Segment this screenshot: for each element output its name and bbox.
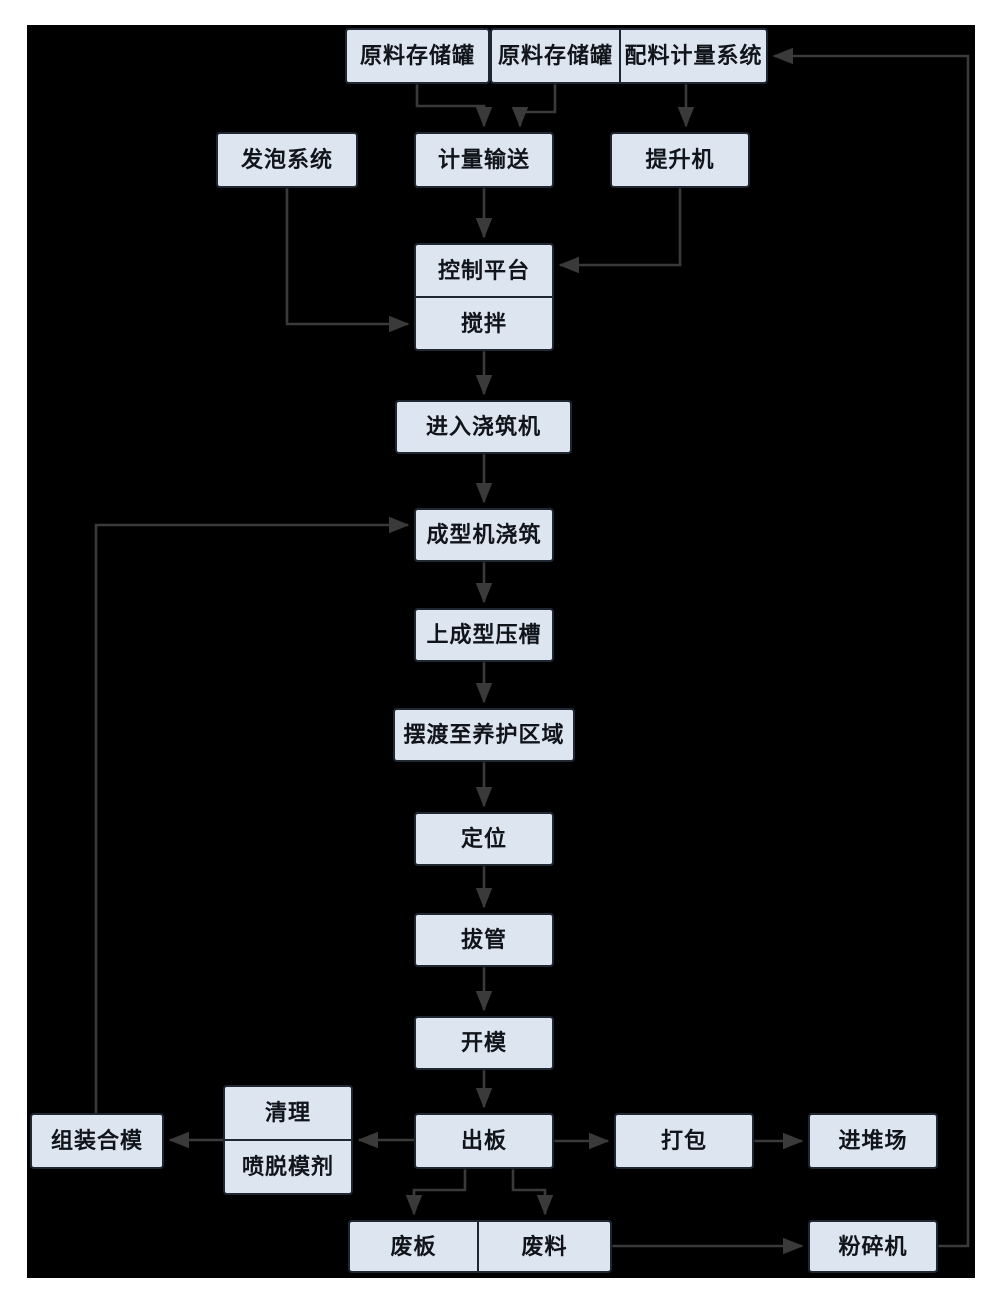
node-label: 喷脱模剂	[241, 1154, 334, 1179]
node-label: 控制平台	[437, 257, 530, 283]
node-spray[interactable]: 喷脱模剂	[223, 1140, 353, 1195]
node-label: 粉碎机	[838, 1233, 908, 1259]
node-label: 废板	[390, 1233, 437, 1259]
node-label: 发泡系统	[240, 147, 333, 172]
node-formcast[interactable]: 成型机浇筑	[414, 508, 554, 562]
node-label: 提升机	[645, 147, 715, 172]
node-wasteboard[interactable]: 废板	[348, 1220, 478, 1273]
node-control[interactable]: 控制平台	[414, 243, 554, 297]
node-position[interactable]: 定位	[414, 812, 554, 866]
node-wastemat[interactable]: 废料	[478, 1220, 612, 1273]
node-label: 出板	[460, 1128, 507, 1153]
node-label: 进堆场	[838, 1128, 908, 1153]
node-tank2[interactable]: 原料存储罐	[490, 28, 620, 84]
node-outboard[interactable]: 出板	[414, 1113, 554, 1169]
node-hoist[interactable]: 提升机	[610, 132, 750, 188]
node-presslot[interactable]: 上成型压槽	[414, 608, 554, 662]
node-metering[interactable]: 计量输送	[414, 132, 554, 188]
node-clean[interactable]: 清理	[223, 1085, 353, 1140]
node-label: 配料计量系统	[624, 43, 763, 68]
node-label: 原料存储罐	[497, 43, 613, 68]
node-label: 拔管	[460, 927, 507, 952]
node-label: 计量输送	[437, 147, 530, 172]
node-label: 原料存储罐	[359, 43, 475, 68]
node-packing[interactable]: 打包	[614, 1113, 754, 1169]
node-mixing[interactable]: 搅拌	[414, 297, 554, 351]
node-demold[interactable]: 开模	[414, 1016, 554, 1070]
node-label: 上成型压槽	[426, 622, 542, 647]
node-label: 摆渡至养护区域	[403, 722, 565, 747]
node-label: 废料	[521, 1233, 568, 1259]
node-ferry[interactable]: 摆渡至养护区域	[393, 708, 575, 762]
node-tank1[interactable]: 原料存储罐	[345, 28, 490, 84]
node-foaming[interactable]: 发泡系统	[216, 132, 358, 188]
node-label: 开模	[460, 1030, 507, 1055]
node-label: 清理	[264, 1100, 311, 1125]
node-label: 定位	[460, 826, 507, 851]
node-stockyard[interactable]: 进堆场	[808, 1113, 938, 1169]
node-label: 搅拌	[460, 310, 507, 336]
node-label: 打包	[660, 1128, 707, 1153]
node-assemble[interactable]: 组装合模	[30, 1113, 164, 1169]
node-entercast[interactable]: 进入浇筑机	[395, 400, 572, 454]
node-label: 成型机浇筑	[426, 522, 542, 547]
node-pullpipe[interactable]: 拔管	[414, 913, 554, 967]
node-crusher[interactable]: 粉碎机	[808, 1220, 938, 1273]
node-batching[interactable]: 配料计量系统	[620, 28, 768, 84]
node-label: 进入浇筑机	[425, 414, 541, 439]
node-label: 组装合模	[50, 1128, 143, 1153]
